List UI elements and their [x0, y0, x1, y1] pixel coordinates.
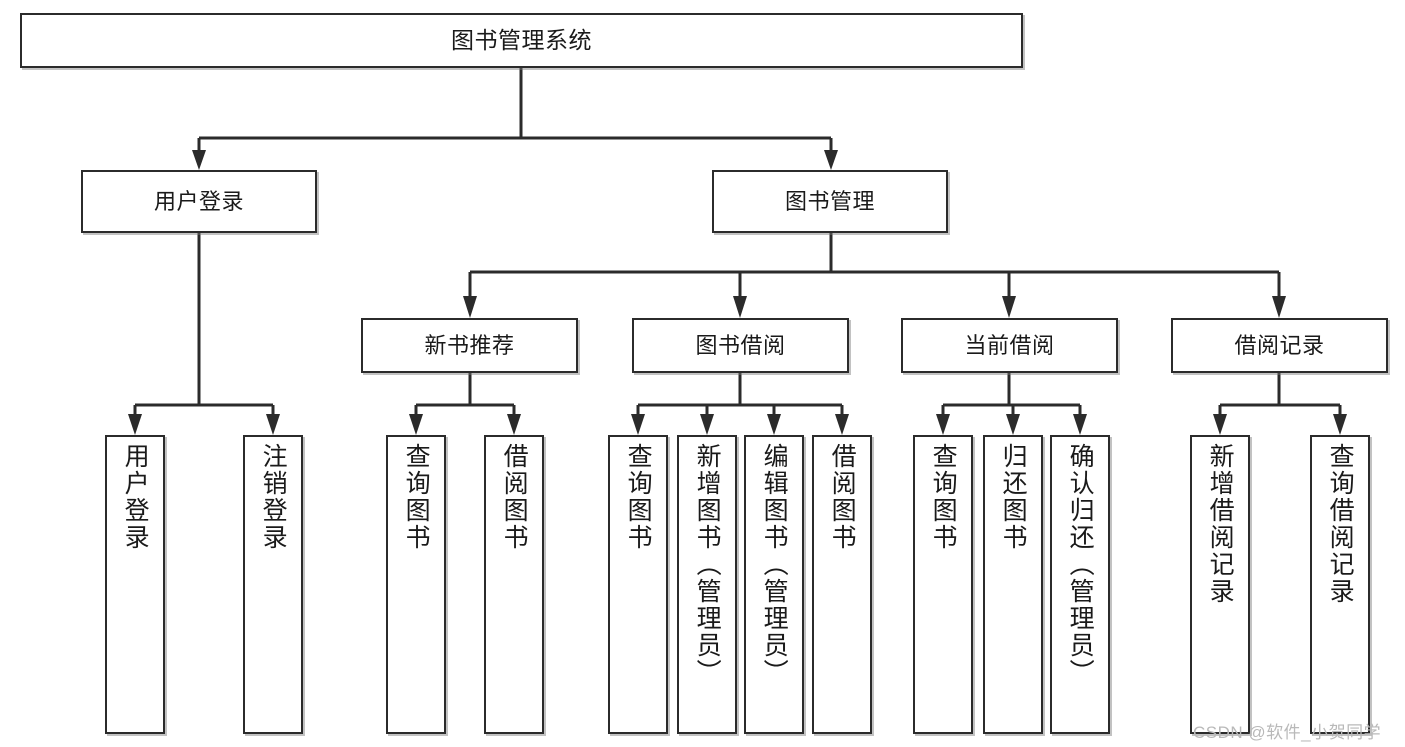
node-new-book-recommend[interactable]: 新书推荐 — [361, 318, 578, 373]
leaf-node[interactable]: 注销登录 — [243, 435, 303, 734]
node-label: 查询图书 — [402, 443, 431, 551]
node-label: 图书借阅 — [695, 332, 786, 358]
node-label: 用户登录 — [121, 443, 150, 551]
node-label: 借阅图书 — [500, 443, 529, 551]
node-book-management[interactable]: 图书管理 — [712, 170, 948, 233]
node-label: 用户登录 — [153, 188, 244, 214]
node-root-system[interactable]: 图书管理系统 — [20, 13, 1023, 68]
leaf-node[interactable]: 查询图书 — [913, 435, 973, 734]
leaf-node[interactable]: 查询图书 — [386, 435, 446, 734]
leaf-node[interactable]: 查询借阅记录 — [1310, 435, 1370, 734]
leaf-node[interactable]: 编辑图书（管理员） — [744, 435, 804, 734]
node-label: 图书管理 — [784, 188, 875, 214]
node-user-login[interactable]: 用户登录 — [81, 170, 317, 233]
node-label: 借阅记录 — [1234, 332, 1325, 358]
node-book-borrow[interactable]: 图书借阅 — [632, 318, 849, 373]
node-label: 查询借阅记录 — [1326, 443, 1355, 605]
node-label: 查询图书 — [624, 443, 653, 551]
node-current-borrow[interactable]: 当前借阅 — [901, 318, 1118, 373]
node-label: 新增图书（管理员） — [693, 443, 722, 686]
node-borrow-record[interactable]: 借阅记录 — [1171, 318, 1388, 373]
leaf-node[interactable]: 新增借阅记录 — [1190, 435, 1250, 734]
leaf-node[interactable]: 确认归还（管理员） — [1050, 435, 1110, 734]
leaf-node[interactable]: 用户登录 — [105, 435, 165, 734]
node-label: 新书推荐 — [424, 332, 515, 358]
node-label: 图书管理系统 — [451, 27, 592, 54]
node-label: 确认归还（管理员） — [1066, 443, 1095, 686]
node-label: 新增借阅记录 — [1206, 443, 1235, 605]
leaf-node[interactable]: 查询图书 — [608, 435, 668, 734]
node-label: 当前借阅 — [964, 332, 1055, 358]
leaf-node[interactable]: 借阅图书 — [812, 435, 872, 734]
leaf-node[interactable]: 借阅图书 — [484, 435, 544, 734]
node-label: 查询图书 — [929, 443, 958, 551]
node-label: 注销登录 — [259, 443, 288, 551]
leaf-node[interactable]: 新增图书（管理员） — [677, 435, 737, 734]
leaf-node[interactable]: 归还图书 — [983, 435, 1043, 734]
csdn-watermark: CSDN @软件_小贺同学 — [1193, 723, 1382, 742]
node-label: 编辑图书（管理员） — [760, 443, 789, 686]
node-label: 借阅图书 — [828, 443, 857, 551]
node-label: 归还图书 — [999, 443, 1028, 551]
